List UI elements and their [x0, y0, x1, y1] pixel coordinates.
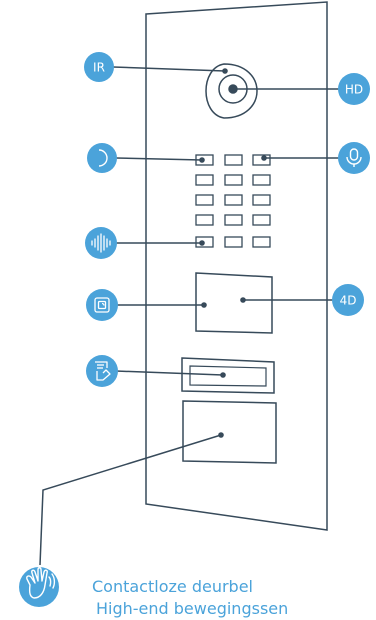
badge-4d: 4D [332, 284, 364, 316]
badge-4d-label: 4D [340, 294, 357, 308]
keypad-key-r2c3 [252, 174, 271, 186]
leader-lines [39, 66, 353, 566]
keypad-key-r5c2 [224, 236, 243, 248]
leader-dot-rfid [201, 302, 207, 308]
moon-icon [98, 149, 108, 167]
keypad-key-r1c2 [224, 154, 243, 166]
badge-hd-label: HD [345, 83, 363, 97]
rfid-reader-module [195, 272, 273, 334]
hand-wave-icon [26, 567, 56, 599]
leader-line-night-vision [115, 157, 203, 161]
badge-hd: HD [338, 73, 370, 105]
leader-line-ir [112, 66, 226, 72]
leader-dot-speaker [199, 240, 205, 246]
microphone-icon [346, 148, 362, 167]
badge-name-label [86, 355, 118, 387]
keypad-key-r2c1 [195, 174, 214, 186]
keypad-key-r2c2 [224, 174, 243, 186]
badge-rfid [86, 289, 118, 321]
name-tag-icon [95, 361, 111, 381]
keypad-key-r3c3 [252, 194, 271, 206]
leader-dot-hd [231, 86, 237, 92]
keypad-key-r4c3 [252, 214, 271, 226]
camera-housing [205, 63, 258, 119]
keypad-key-r4c1 [195, 214, 214, 226]
caption: Contactloze deurbel High-end bewegingsse… [92, 576, 288, 620]
badge-microphone [338, 142, 370, 174]
badge-night-vision [87, 143, 117, 173]
leader-dot-night-vision [199, 157, 205, 163]
rfid-card-icon [94, 297, 110, 313]
badge-ir: IR [84, 52, 114, 82]
sound-wave-icon [91, 233, 111, 253]
touchless-bell-module [182, 400, 277, 464]
keypad-key-r3c2 [224, 194, 243, 206]
badge-speaker [85, 227, 117, 259]
leader-dot-4d [240, 297, 246, 303]
leader-line-name-label [115, 370, 224, 376]
door-station-panel [145, 1, 328, 531]
caption-title: Contactloze deurbel [92, 577, 253, 596]
leader-dots [199, 68, 267, 438]
badge-ir-label: IR [93, 61, 105, 75]
leader-dot-touchless [218, 432, 224, 438]
caption-subtitle: High-end bewegingssen [96, 599, 289, 618]
keypad [195, 154, 271, 248]
keypad-key-r1c3 [252, 154, 271, 166]
badge-touchless [19, 567, 59, 607]
leader-line-touchless [39, 434, 222, 566]
name-label-window [189, 365, 267, 387]
leader-dot-name-label [220, 372, 226, 378]
keypad-key-r4c2 [224, 214, 243, 226]
keypad-key-r3c1 [195, 194, 214, 206]
leader-dot-ir [222, 68, 228, 74]
leader-dot-microphone [261, 155, 267, 161]
keypad-key-r5c3 [252, 236, 271, 248]
